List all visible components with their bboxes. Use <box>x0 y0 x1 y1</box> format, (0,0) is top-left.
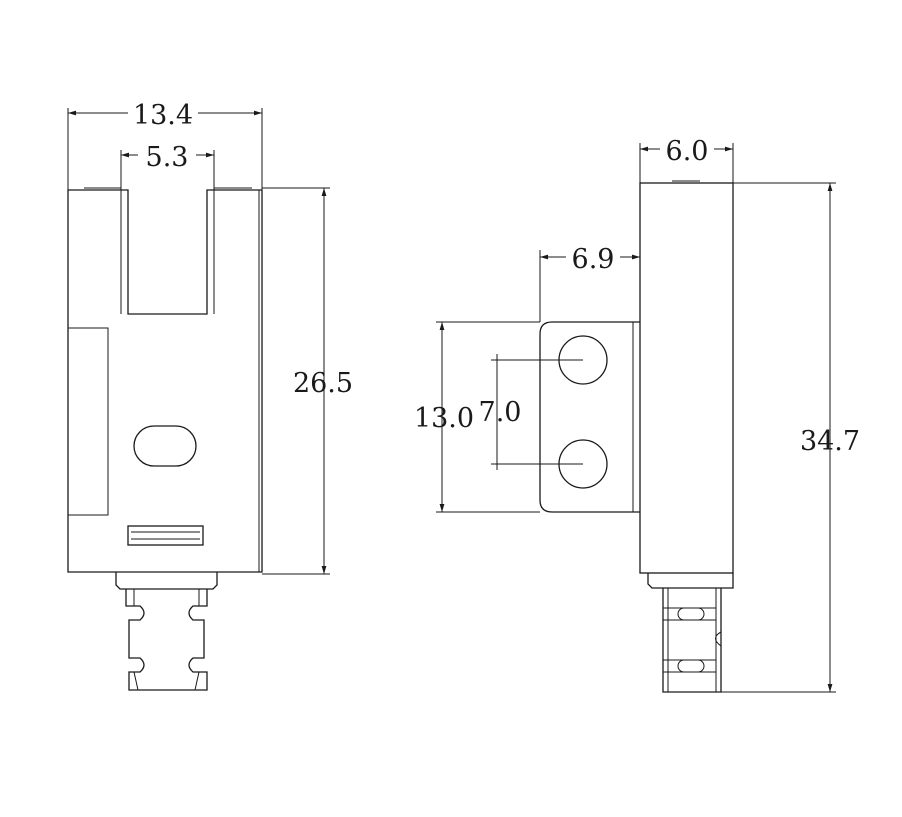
dim-front-width-label: 13.4 <box>133 100 193 131</box>
mounting-bracket <box>539 321 640 513</box>
front-connector-left-arm <box>125 589 208 691</box>
side-connector-slot-lower <box>677 659 705 673</box>
side-view <box>539 180 734 693</box>
dim-hole-pitch-label: 7.0 <box>479 397 522 428</box>
side-connector-base <box>647 573 734 589</box>
label-plate-inner <box>131 531 200 540</box>
dim-bracket-height: 13.0 <box>414 321 540 513</box>
front-side-panel <box>67 327 109 516</box>
dim-front-height: 26.5 <box>262 187 353 575</box>
dim-front-height-label: 26.5 <box>293 368 353 399</box>
side-connector-rails <box>667 588 717 692</box>
side-connector-latch <box>663 607 722 673</box>
side-connector-slot-upper <box>677 607 705 621</box>
dim-bracket-height-label: 13.0 <box>414 403 474 434</box>
front-view <box>67 187 263 691</box>
label-plate <box>127 525 204 546</box>
side-body <box>639 182 734 574</box>
dim-side-width-label: 6.0 <box>666 136 709 167</box>
dim-front-slot: 5.3 <box>120 141 215 190</box>
dim-bracket-offset-label: 6.9 <box>572 244 615 275</box>
dim-front-slot-label: 5.3 <box>146 142 189 173</box>
dim-bracket-offset: 6.9 <box>539 243 641 322</box>
dim-side-total-height-label: 34.7 <box>800 426 860 457</box>
front-connector-inner <box>133 589 200 691</box>
dim-side-total-height: 34.7 <box>721 182 860 693</box>
dim-side-width: 6.0 <box>639 135 734 183</box>
dim-hole-pitch: 7.0 <box>479 354 583 470</box>
indicator-window <box>133 425 197 467</box>
side-connector-body <box>662 588 722 693</box>
front-body-outline <box>67 189 263 573</box>
dim-front-width: 13.4 <box>67 98 263 190</box>
front-connector-base <box>115 572 218 590</box>
